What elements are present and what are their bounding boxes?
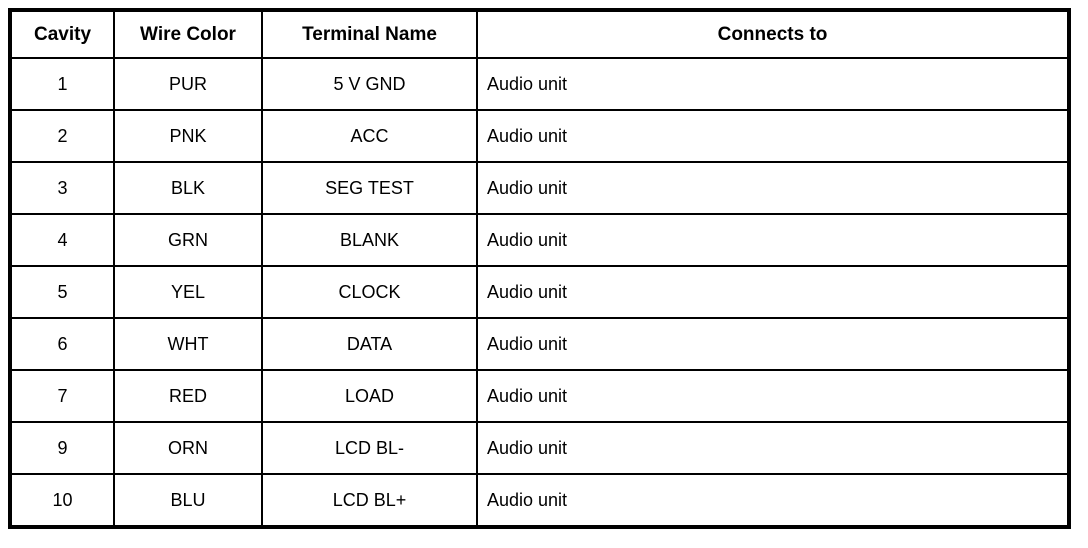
connects-to-cell: Audio unit xyxy=(476,213,1070,267)
table-row: 5 YEL CLOCK Audio unit xyxy=(9,265,1070,319)
wire-color-cell: GRN xyxy=(113,213,263,267)
connects-to-cell: Audio unit xyxy=(476,57,1070,111)
wiring-table: Cavity Wire Color Terminal Name Connects… xyxy=(8,8,1071,529)
cavity-cell: 2 xyxy=(9,109,115,163)
terminal-name-cell: DATA xyxy=(261,317,478,371)
cavity-cell: 4 xyxy=(9,213,115,267)
wire-color-cell: BLU xyxy=(113,473,263,528)
terminal-name-cell: LOAD xyxy=(261,369,478,423)
connects-to-cell: Audio unit xyxy=(476,161,1070,215)
connects-to-cell: Audio unit xyxy=(476,317,1070,371)
header-wire-color: Wire Color xyxy=(113,9,263,59)
cavity-cell: 1 xyxy=(9,57,115,111)
table-header-row: Cavity Wire Color Terminal Name Connects… xyxy=(9,9,1070,59)
table-row: 2 PNK ACC Audio unit xyxy=(9,109,1070,163)
connects-to-cell: Audio unit xyxy=(476,473,1070,528)
table-row: 9 ORN LCD BL- Audio unit xyxy=(9,421,1070,475)
table-row: 3 BLK SEG TEST Audio unit xyxy=(9,161,1070,215)
wire-color-cell: BLK xyxy=(113,161,263,215)
cavity-cell: 7 xyxy=(9,369,115,423)
header-terminal-name: Terminal Name xyxy=(261,9,478,59)
wire-color-cell: WHT xyxy=(113,317,263,371)
terminal-name-cell: LCD BL+ xyxy=(261,473,478,528)
terminal-name-cell: CLOCK xyxy=(261,265,478,319)
terminal-name-cell: BLANK xyxy=(261,213,478,267)
connects-to-cell: Audio unit xyxy=(476,109,1070,163)
cavity-cell: 5 xyxy=(9,265,115,319)
connects-to-cell: Audio unit xyxy=(476,265,1070,319)
table-row: 1 PUR 5 V GND Audio unit xyxy=(9,57,1070,111)
wire-color-cell: PNK xyxy=(113,109,263,163)
table-row: 10 BLU LCD BL+ Audio unit xyxy=(9,473,1070,528)
wire-color-cell: PUR xyxy=(113,57,263,111)
cavity-cell: 9 xyxy=(9,421,115,475)
table-row: 4 GRN BLANK Audio unit xyxy=(9,213,1070,267)
terminal-name-cell: 5 V GND xyxy=(261,57,478,111)
cavity-cell: 10 xyxy=(9,473,115,528)
table-row: 6 WHT DATA Audio unit xyxy=(9,317,1070,371)
terminal-name-cell: ACC xyxy=(261,109,478,163)
header-cavity: Cavity xyxy=(9,9,115,59)
cavity-cell: 6 xyxy=(9,317,115,371)
wire-color-cell: RED xyxy=(113,369,263,423)
wire-color-cell: ORN xyxy=(113,421,263,475)
wire-color-cell: YEL xyxy=(113,265,263,319)
terminal-name-cell: LCD BL- xyxy=(261,421,478,475)
header-connects-to: Connects to xyxy=(476,9,1070,59)
connects-to-cell: Audio unit xyxy=(476,421,1070,475)
cavity-cell: 3 xyxy=(9,161,115,215)
connects-to-cell: Audio unit xyxy=(476,369,1070,423)
terminal-name-cell: SEG TEST xyxy=(261,161,478,215)
table-row: 7 RED LOAD Audio unit xyxy=(9,369,1070,423)
